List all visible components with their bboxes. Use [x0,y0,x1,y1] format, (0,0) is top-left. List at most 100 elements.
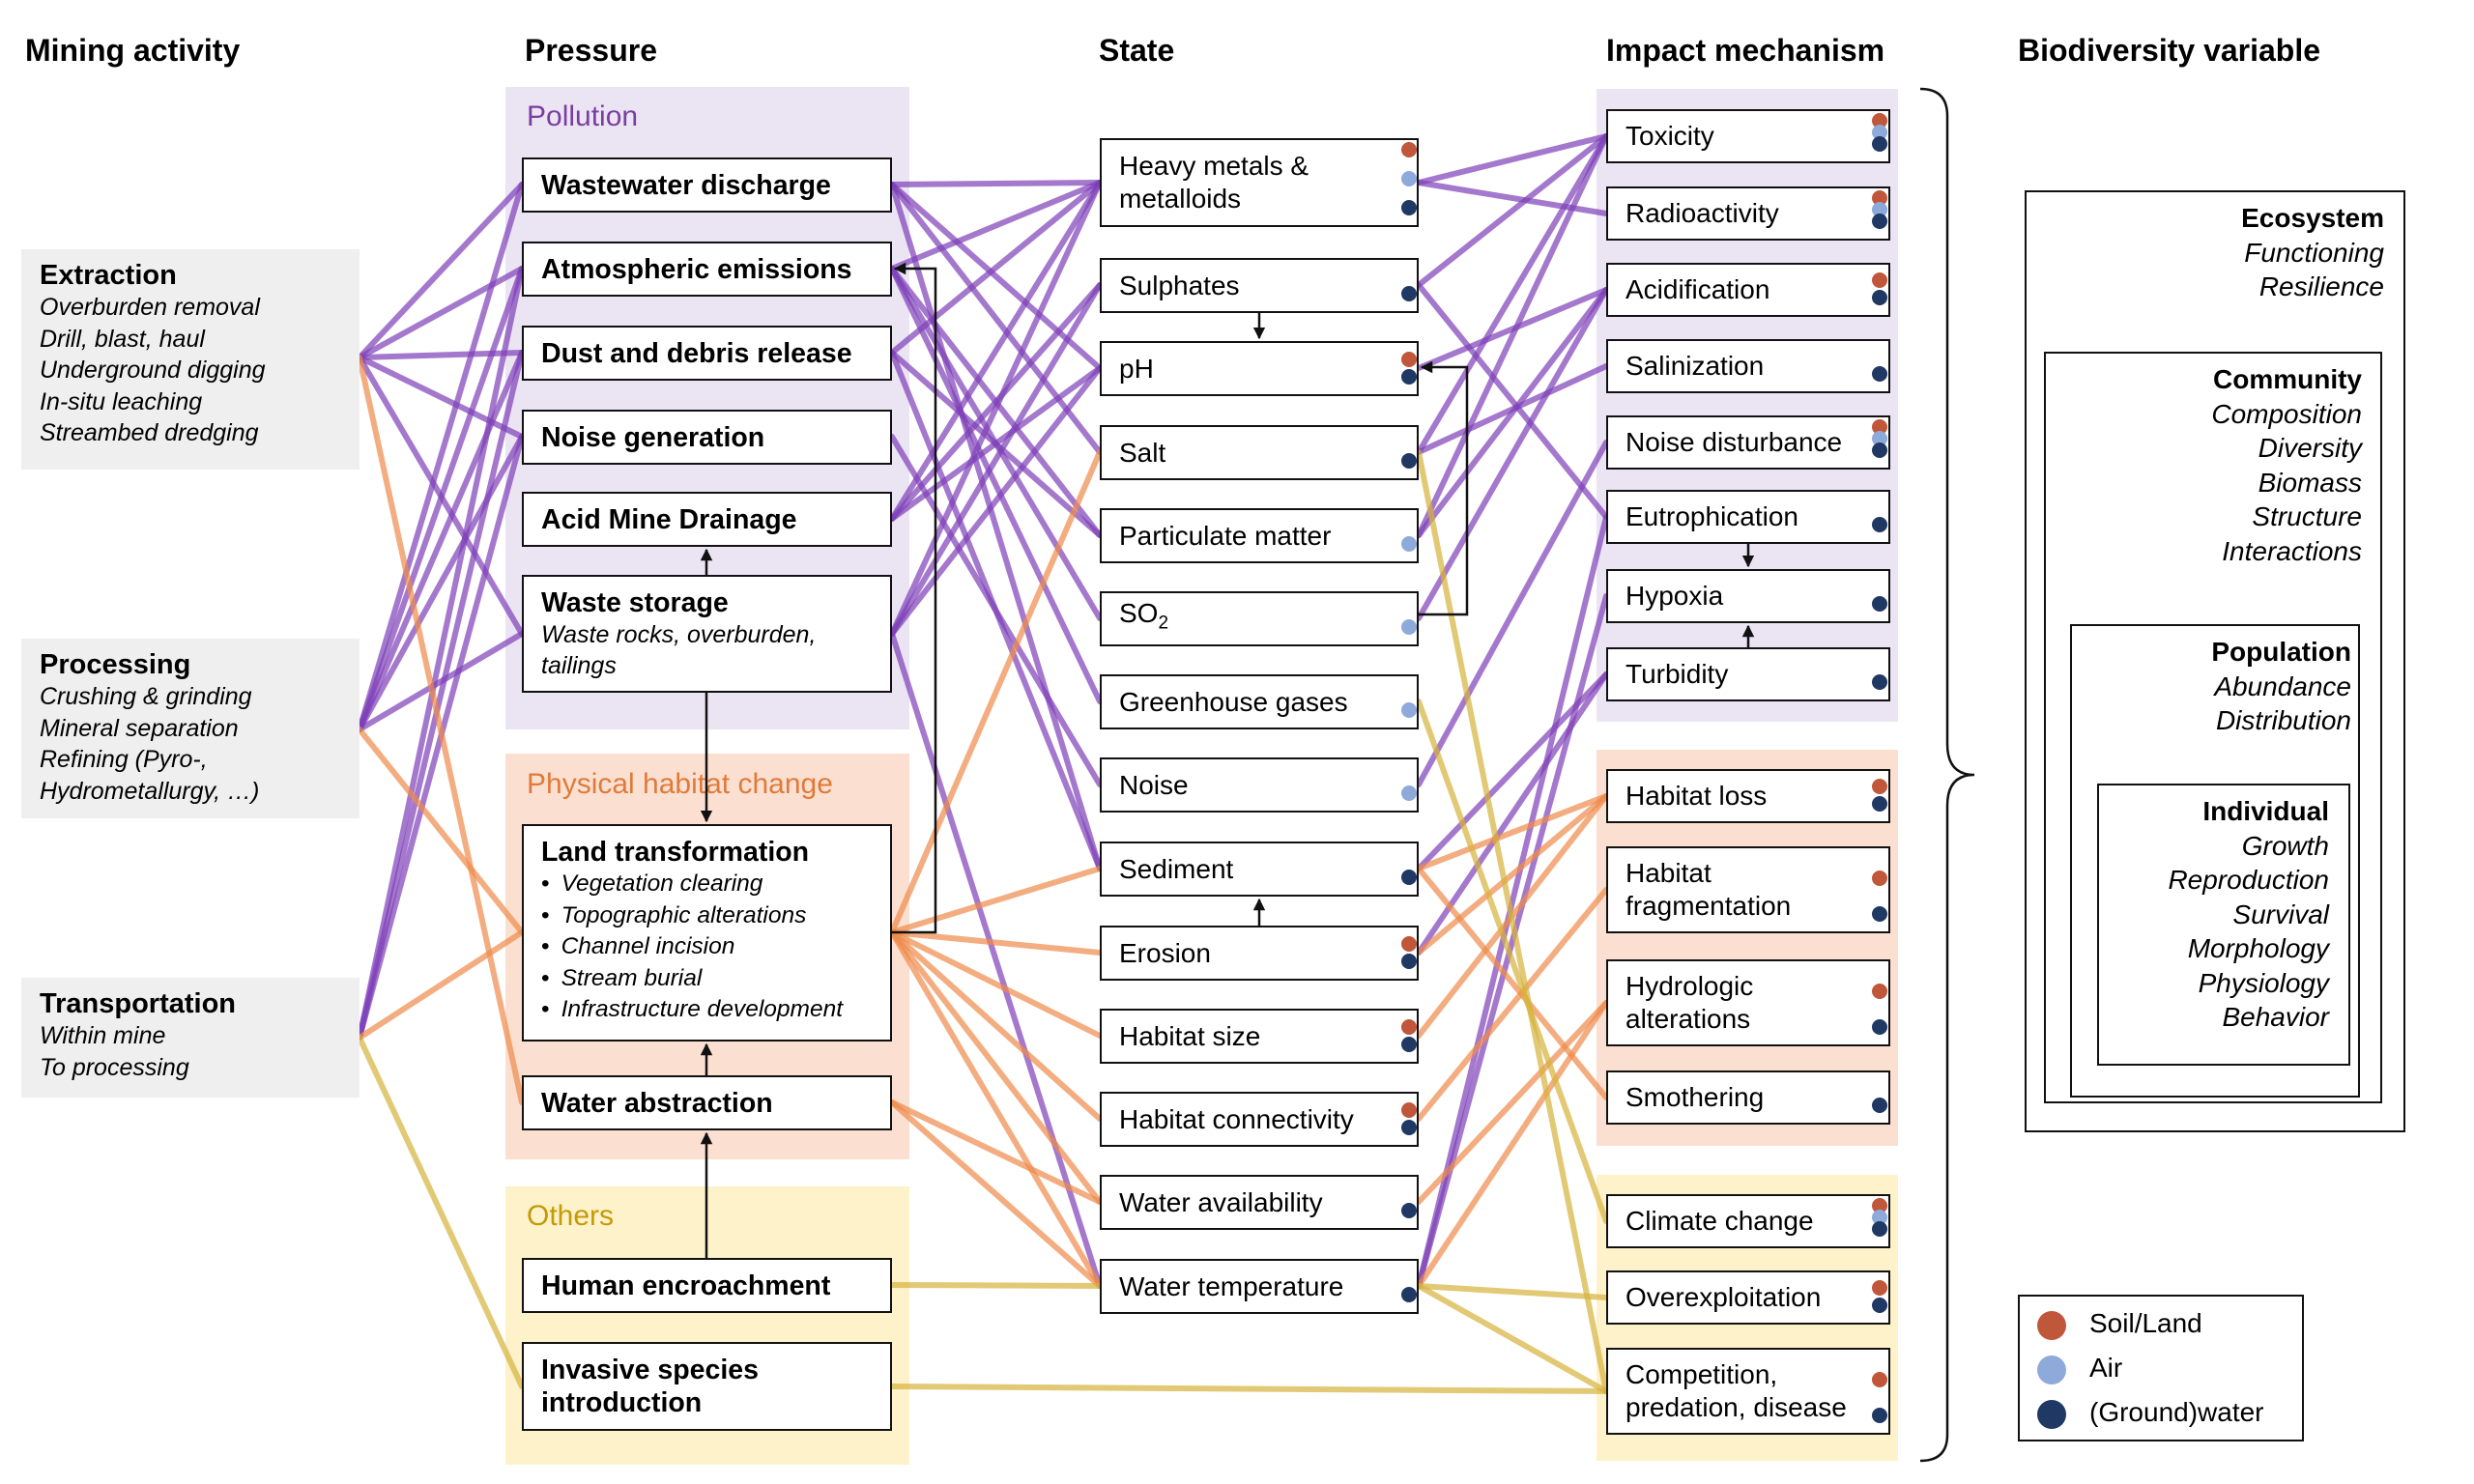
bv-level: Community [2213,364,2362,394]
impact-label: Hypoxia [1625,581,1724,611]
impact-label: Competition, predation, disease [1625,1359,1847,1422]
pressure-land-transformation: Land transformation Vegetation clearing … [522,824,892,1042]
bv-community-box [2044,352,2382,1103]
activity-title: Processing [40,649,191,680]
impact-habitat-loss: Habitat loss [1606,769,1890,823]
water-dot-icon [1872,214,1887,229]
water-dot-icon [1872,290,1887,305]
connection-line [357,266,525,1041]
pressure-human-encroachment: Human encroachment [522,1258,892,1313]
water-dot-icon [1872,906,1887,922]
soil-dot-icon [1401,142,1417,157]
bv-item: Structure [2252,501,2362,531]
state-salt: Salt [1100,425,1419,480]
activity-processing: Processing Crushing & grinding Mineral s… [21,639,360,818]
bv-population-text: Population Abundance Distribution [2211,635,2351,738]
impact-label: Acidification [1625,274,1770,304]
water-dot-icon [1872,796,1887,812]
activity-item: In-situ leaching [40,387,203,415]
pressure-invasive-species: Invasive species introduction [522,1342,892,1431]
state-label: Sediment [1119,853,1234,884]
connection-line [889,1099,1103,1289]
impact-label: Turbidity [1625,659,1729,689]
pollution-group-title: Pollution [527,100,639,132]
activity-item: Refining (Pyro-, [40,746,208,773]
state-ph: pH [1100,341,1419,396]
connection-line [889,449,1103,935]
impact-label: Smothering [1625,1082,1765,1112]
connection-line [1416,1000,1609,1205]
connection-line [889,180,1103,356]
water-dot-icon [1401,870,1417,885]
pressure-noise-generation: Noise generation [522,410,892,465]
pressure-label: Atmospheric emissions [541,253,852,285]
air-dot-icon [2037,1355,2066,1384]
activity-item: Underground digging [40,357,266,384]
header-biodiversity-variable: Biodiversity variable [2018,33,2321,68]
activity-item: Streambed dredging [40,419,259,446]
impact-label: Noise disturbance [1625,427,1843,457]
connection-line [1416,287,1609,538]
physical-group-title: Physical habitat change [527,768,833,800]
connection-line [357,182,525,360]
so2-subscript: 2 [1158,613,1169,634]
water-dot-icon [1401,1120,1417,1135]
header-state: State [1099,33,1175,68]
activity-item: To processing [40,1053,189,1081]
connection-line [1416,133,1609,538]
connection-line [889,365,1103,522]
water-dot-icon [1872,596,1887,612]
state-label: Habitat size [1119,1020,1261,1051]
so2-base: SO [1119,598,1159,629]
connection-line [1416,514,1609,1289]
impact-overexploitation: Overexploitation [1606,1270,1890,1325]
state-label: pH [1119,353,1154,384]
air-dot-icon [1401,702,1417,718]
legend-label: Soil/Land [2089,1308,2202,1338]
soil-dot-icon [1872,1280,1887,1296]
bv-ecosystem-box [2025,190,2405,1132]
pressure-sublabel: Waste rocks, overburden, tailings [541,621,817,679]
connection-line [889,631,1103,1289]
impact-label: Radioactivity [1625,198,1779,228]
state-sulphates: Sulphates [1100,258,1419,313]
impact-climate-change: Climate change [1606,1194,1890,1248]
connection-line [357,929,525,1041]
impact-label: Eutrophication [1625,501,1799,531]
list-item: Channel incision [541,931,873,963]
connection-line [889,180,1103,522]
list-item: Stream burial [541,963,873,995]
connection-line [889,929,1103,1205]
pressure-label: Land transformation [541,837,810,868]
connection-line [889,1384,1609,1394]
bv-individual-box [2097,784,2350,1066]
legend-label: Air [2089,1353,2123,1383]
soil-dot-icon [1872,870,1887,886]
impact-smothering: Smothering [1606,1070,1890,1125]
pressure-label: Water abstraction [541,1087,773,1119]
activity-title: Transportation [40,988,237,1019]
impact-competition: Competition, predation, disease [1606,1348,1890,1435]
soil-dot-icon [1401,352,1417,367]
state-noise: Noise [1100,757,1419,813]
connection-line [1416,282,1609,520]
soil-dot-icon [2037,1310,2066,1340]
water-dot-icon [1401,1287,1417,1302]
connection-line [1416,793,1609,871]
bv-level: Individual [2202,796,2329,826]
connection-line [357,355,525,1105]
bv-item: Interactions [2222,535,2362,566]
impact-label: Habitat fragmentation [1625,858,1792,921]
impact-eutrophication: Eutrophication [1606,490,1890,544]
connection-line [357,727,525,935]
connection-line [357,350,525,732]
bv-item: Distribution [2215,705,2351,735]
impact-habitat-fragmentation: Habitat fragmentation [1606,846,1890,933]
activity-title: Extraction [40,260,177,291]
connection-line [889,180,1103,187]
connection-line [357,631,525,732]
state-heavy-metals: Heavy metals & metalloids [1100,138,1419,227]
impact-hydrologic-alterations: Hydrologic alterations [1606,959,1890,1046]
connection-line [1416,449,1609,1394]
